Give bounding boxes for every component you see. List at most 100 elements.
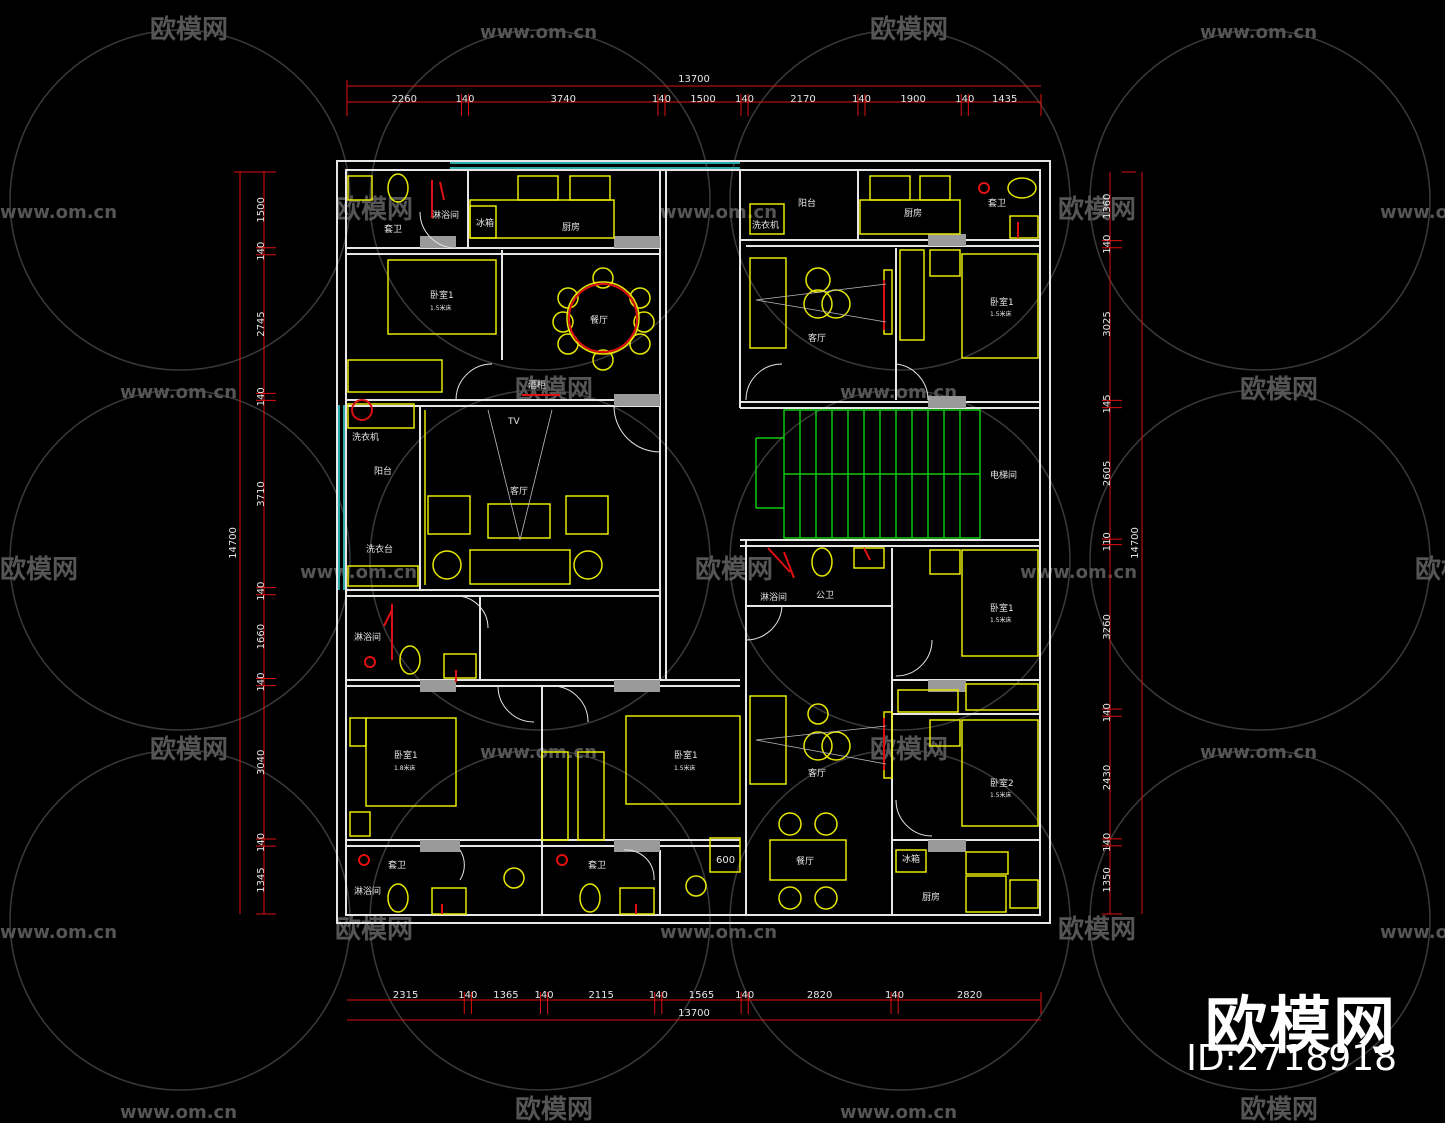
bottom-dimension-segment-label: 140 [458, 990, 477, 1001]
left-dimension-segment-label: 140 [256, 582, 267, 601]
top-dimension-segment-label: 2260 [391, 94, 416, 105]
room-label: 阳台 [374, 465, 392, 477]
room-label: 套卫 [384, 223, 402, 235]
windows [338, 162, 740, 590]
room-label: 公卫 [816, 590, 834, 601]
watermark-url: www.om.cn [0, 922, 117, 943]
watermark-url: www.om.cn [0, 202, 117, 223]
room-label: 1.5米床 [990, 310, 1012, 318]
top-dimension-segment-label: 140 [735, 94, 754, 105]
room-label: TV [507, 417, 520, 427]
room-label: 卧室2 [990, 777, 1014, 789]
plumbing-symbols [351, 180, 1019, 914]
watermark-url: www.om.cn [1200, 22, 1317, 43]
right-dimension-segment-label: 140 [1102, 833, 1113, 852]
staircase [755, 409, 981, 539]
room-label: 1.5米床 [674, 764, 696, 772]
watermark-url: www.om.cn [1380, 202, 1445, 223]
room-label: 洗衣机 [752, 219, 779, 231]
dimension-lines: 13700 2260 140 3740 140 1500 140 2170 140 1900 140… [228, 74, 1143, 1021]
top-dimension-segment-label: 1500 [690, 94, 715, 105]
room-label: 电梯间 [990, 469, 1017, 481]
room-label: 淋浴间 [760, 591, 787, 603]
left-dimension-segment-label: 140 [256, 387, 267, 406]
tv-projection [487, 283, 887, 765]
right-dimension-segment-label: 1360 [1102, 194, 1113, 219]
watermark-brand: 欧模网 [695, 554, 773, 585]
watermark-url: www.om.cn [840, 1102, 957, 1123]
bottom-dimension-total-label: 13700 [678, 1008, 710, 1019]
right-dimension-segment-label: 3260 [1102, 614, 1113, 639]
top-dimension-segment-label: 140 [852, 94, 871, 105]
room-label: 客厅 [510, 485, 528, 497]
door-swings [419, 211, 933, 881]
furniture [347, 173, 1039, 915]
room-label: 酒柜 [528, 379, 546, 391]
watermark-brand: 欧模网 [1240, 374, 1318, 405]
right-dimension-segment-label: 3025 [1102, 311, 1113, 336]
right-dimension-segment-label: 2430 [1102, 765, 1113, 790]
room-labels: 淋浴间 套卫 冰箱 厨房 卧室1 1.5米床 餐厅 酒柜 TV 洗衣机 阳台 客… [352, 197, 1017, 903]
left-dimension-segment-label: 140 [256, 833, 267, 852]
top-dimension-segment-label: 140 [955, 94, 974, 105]
bottom-dimension-segment-label: 1365 [493, 990, 518, 1001]
room-label: 卧室1 [990, 602, 1014, 614]
left-dimension-segment-label: 1345 [256, 867, 267, 892]
room-label: 厨房 [922, 891, 940, 903]
room-label: 卧室1 [674, 749, 698, 761]
room-label: 套卫 [588, 859, 606, 871]
room-label: 洗衣机 [352, 431, 379, 443]
bottom-dimension-segment-label: 140 [535, 990, 554, 1001]
watermark-brand: 欧模网 [1415, 554, 1445, 585]
watermark-brand: 欧模网 [515, 1094, 593, 1123]
watermark-rings [9, 29, 1431, 1091]
column-blocks [420, 234, 966, 852]
right-dimension-segment-label: 140 [1102, 235, 1113, 254]
room-label: 1.5米床 [990, 791, 1012, 799]
right-dimension-segment-label: 140 [1102, 703, 1113, 722]
left-dimension-segment-label: 1660 [256, 624, 267, 649]
watermark-brand-large: 欧模网 [1204, 989, 1397, 1062]
bottom-dimension-segment-label: 140 [649, 990, 668, 1001]
left-dimension-segment-label: 140 [256, 242, 267, 261]
bottom-dimension-segment-label: 140 [885, 990, 904, 1001]
room-label: 卧室1 [430, 289, 454, 301]
watermark-brand: 欧模网 [1058, 914, 1136, 945]
watermark-brand: 欧模网 [335, 914, 413, 945]
room-label: 淋浴间 [432, 209, 459, 221]
watermark-url: www.om.cn [300, 562, 417, 583]
watermark-brand: 欧模网 [870, 14, 948, 45]
room-label: 1.5米床 [990, 616, 1012, 624]
top-dimension-segment-label: 3740 [550, 94, 575, 105]
bottom-dimension-segment-label: 2115 [588, 990, 613, 1001]
top-dimension-segment-label: 2170 [790, 94, 815, 105]
room-label: 阳台 [798, 197, 816, 209]
bottom-dimension-segment-label: 2315 [393, 990, 418, 1001]
right-dimension-total-label: 14700 [1130, 527, 1141, 559]
room-label: 卧室1 [990, 296, 1014, 308]
door-dimension: 600 [716, 855, 735, 866]
top-dimension-segment-label: 140 [455, 94, 474, 105]
watermark-url: www.om.cn [660, 202, 777, 223]
watermark-id: ID:2718918 [1186, 1038, 1397, 1079]
watermark-brand: 欧模网 [1058, 194, 1136, 225]
room-label: 淋浴间 [354, 631, 381, 643]
left-dimension-segment-label: 3710 [256, 481, 267, 506]
right-dimension-segment-label: 110 [1102, 532, 1113, 551]
top-dimension-segment-label: 1435 [992, 94, 1017, 105]
room-label: 客厅 [808, 767, 826, 779]
top-dimension-segment-label: 1900 [900, 94, 925, 105]
watermark-brand: 欧模网 [0, 554, 78, 585]
top-dimension-total-label: 13700 [678, 74, 710, 85]
room-label: 冰箱 [476, 217, 494, 229]
room-label: 洗衣台 [366, 543, 393, 555]
walls [336, 160, 1051, 924]
watermark-brand: 欧模网 [1240, 1094, 1318, 1123]
room-label: 厨房 [904, 207, 922, 219]
room-label: 餐厅 [796, 855, 814, 867]
right-dimension-segment-label: 145 [1102, 394, 1113, 413]
watermark-logos: 欧模网 www.om.cn 欧模网 www.om.cn www.om.cn 欧模… [0, 14, 1445, 1123]
bottom-dimension-segment-label: 1565 [689, 990, 714, 1001]
top-dimension-segment-label: 140 [652, 94, 671, 105]
